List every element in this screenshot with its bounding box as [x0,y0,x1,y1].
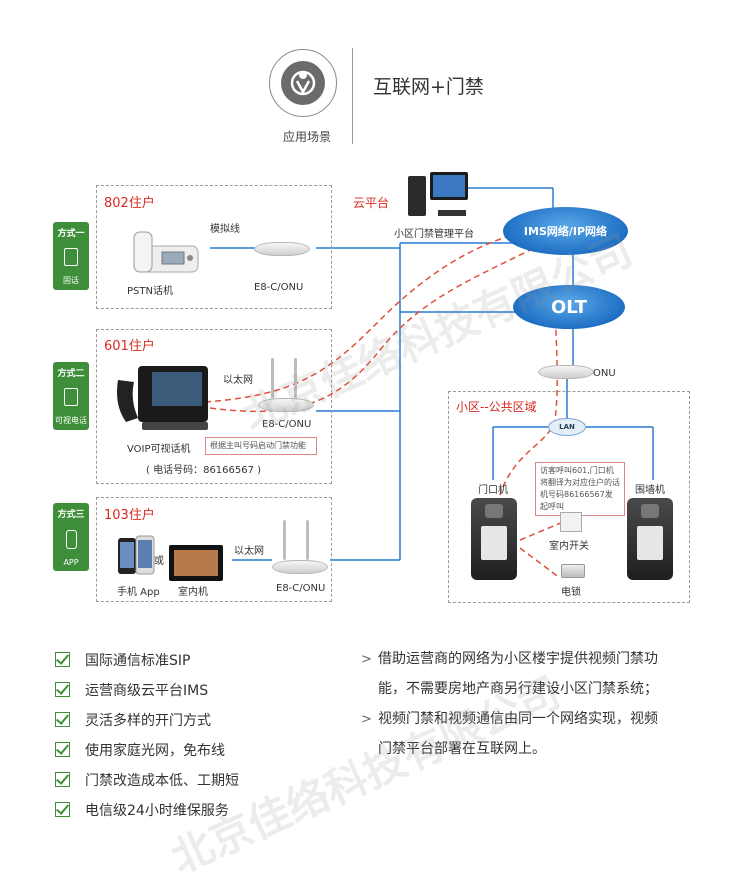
pstn-phone-label: PSTN话机 [127,286,173,297]
feature-text: 灵活多样的开门方式 [85,713,211,729]
feature-text: 电信级24小时维保服务 [85,803,229,819]
onu-router-103 [272,560,328,574]
resident-802-box [96,185,332,309]
onu-router-601 [258,398,314,412]
description-line: 视频门禁和视频通信由同一个网络实现，视频 [378,711,658,727]
mobile-phones-icon [118,535,155,575]
app-scene-logo [269,49,337,117]
scene-subtitle: 应用场景 [283,130,332,144]
onu-router-802 [254,242,310,256]
electric-lock-label: 电锁 [561,587,581,598]
community-area-box [448,391,690,603]
indoor-unit-label: 室内机 [178,587,208,598]
olt-cloud: OLT [513,285,625,329]
voip-phone-label: VOIP可视话机 [127,444,191,455]
mode-label: 固话 [63,276,79,285]
visitor-call-note: 访客呼叫601,门口机将翻译为对应住户的话机号码86166567发起呼叫 [535,462,625,516]
feature-list: 国际通信标准SIP 运营商级云平台IMS 灵活多样的开门方式 使用家庭光网，免布… [55,650,315,830]
mode-label: APP [63,558,79,567]
onu-802-label: E8-C/ONU [254,282,304,293]
mode-badge-videophone: 方式二 可视电话 [53,362,89,430]
keypad-icon [481,526,507,560]
cloud-platform-label: 云平台 [353,196,390,210]
platform-label: 小区门禁管理平台 [394,229,474,240]
bullet-arrow-icon: > [361,712,372,727]
lan-hub-icon: LAN [548,418,586,436]
phone-number-label: ( 电话号码：86166567 ) [146,465,262,476]
router-antenna-left [271,358,274,398]
management-computer-icon [408,172,468,216]
bullet-arrow-icon: > [361,652,372,667]
smartphone-icon [65,529,77,549]
mode-badge-landline: 方式一 固话 [53,222,89,290]
resident-103-title: 103住户 [104,508,155,523]
electric-lock-icon [561,564,585,578]
community-onu-device [538,365,594,379]
description-line: 能，不需要房地产商另行建设小区门禁系统； [378,681,658,697]
mobile-app-label: 手机 App [117,587,160,598]
indoor-switch-label: 室内开关 [549,541,589,552]
wall-station-label: 围墙机 [635,485,665,496]
keypad-icon [637,526,663,560]
pstn-phone-icon [133,231,199,273]
ims-network-label: IMS网络/IP网络 [523,225,608,238]
mode-title: 方式二 [57,369,85,379]
indoor-monitor-icon [169,545,223,581]
feature-text: 国际通信标准SIP [85,653,191,669]
page-title: 互联网+门禁 [373,76,484,98]
ims-ip-network-cloud: IMS网络/IP网络 [503,207,628,255]
onu-103-label: E8-C/ONU [276,583,326,594]
check-icon [55,682,70,697]
resident-103-box [96,497,332,602]
voip-videophone-icon [117,366,208,430]
door-station-label: 门口机 [478,485,508,496]
router-antenna-left [283,520,286,560]
router-antenna-right [306,520,309,560]
check-icon [55,712,70,727]
check-icon [55,772,70,787]
indoor-switch-icon [560,512,582,532]
mode-badge-app: 方式三 APP [53,503,89,571]
resident-601-title: 601住户 [104,339,155,354]
ring-emblem-icon [281,61,325,105]
resident-802-title: 802住户 [104,196,155,211]
olt-label: OLT [550,296,588,318]
check-icon [55,742,70,757]
landline-icon [64,248,78,266]
router-antenna-right [294,358,297,398]
onu-601-label: E8-C/ONU [262,419,312,430]
community-onu-label: ONU [593,368,616,379]
resident-601-box [96,329,332,484]
mode-title: 方式一 [57,229,85,239]
feature-text: 运营商级云平台IMS [85,683,209,699]
or-label: 或 [154,556,164,567]
analog-line-label: 模拟线 [210,224,240,235]
feature-text: 门禁改造成本低、工期短 [85,773,239,789]
check-icon [55,802,70,817]
check-icon [55,652,70,667]
camera-icon [641,504,659,518]
mode-label: 可视电话 [55,416,87,425]
feature-text: 使用家庭光网，免布线 [85,743,225,759]
lan-label: LAN [559,423,575,431]
mode-title: 方式三 [57,510,85,520]
description-line: 门禁平台部署在互联网上。 [378,741,546,757]
community-area-title: 小区--公共区域 [456,400,537,414]
description-line: 借助运营商的网络为小区楼宇提供视频门禁功 [378,651,658,667]
wall-station-unit [627,498,673,580]
ethernet-label-103: 以太网 [234,546,264,557]
caller-id-note: 根据主叫号码启动门禁功能 [205,437,317,455]
header-divider [352,48,353,144]
ethernet-label-601: 以太网 [223,375,253,386]
door-station-unit [471,498,517,580]
network-lines [204,187,654,579]
camera-icon [485,504,503,518]
videophone-icon [64,388,78,406]
